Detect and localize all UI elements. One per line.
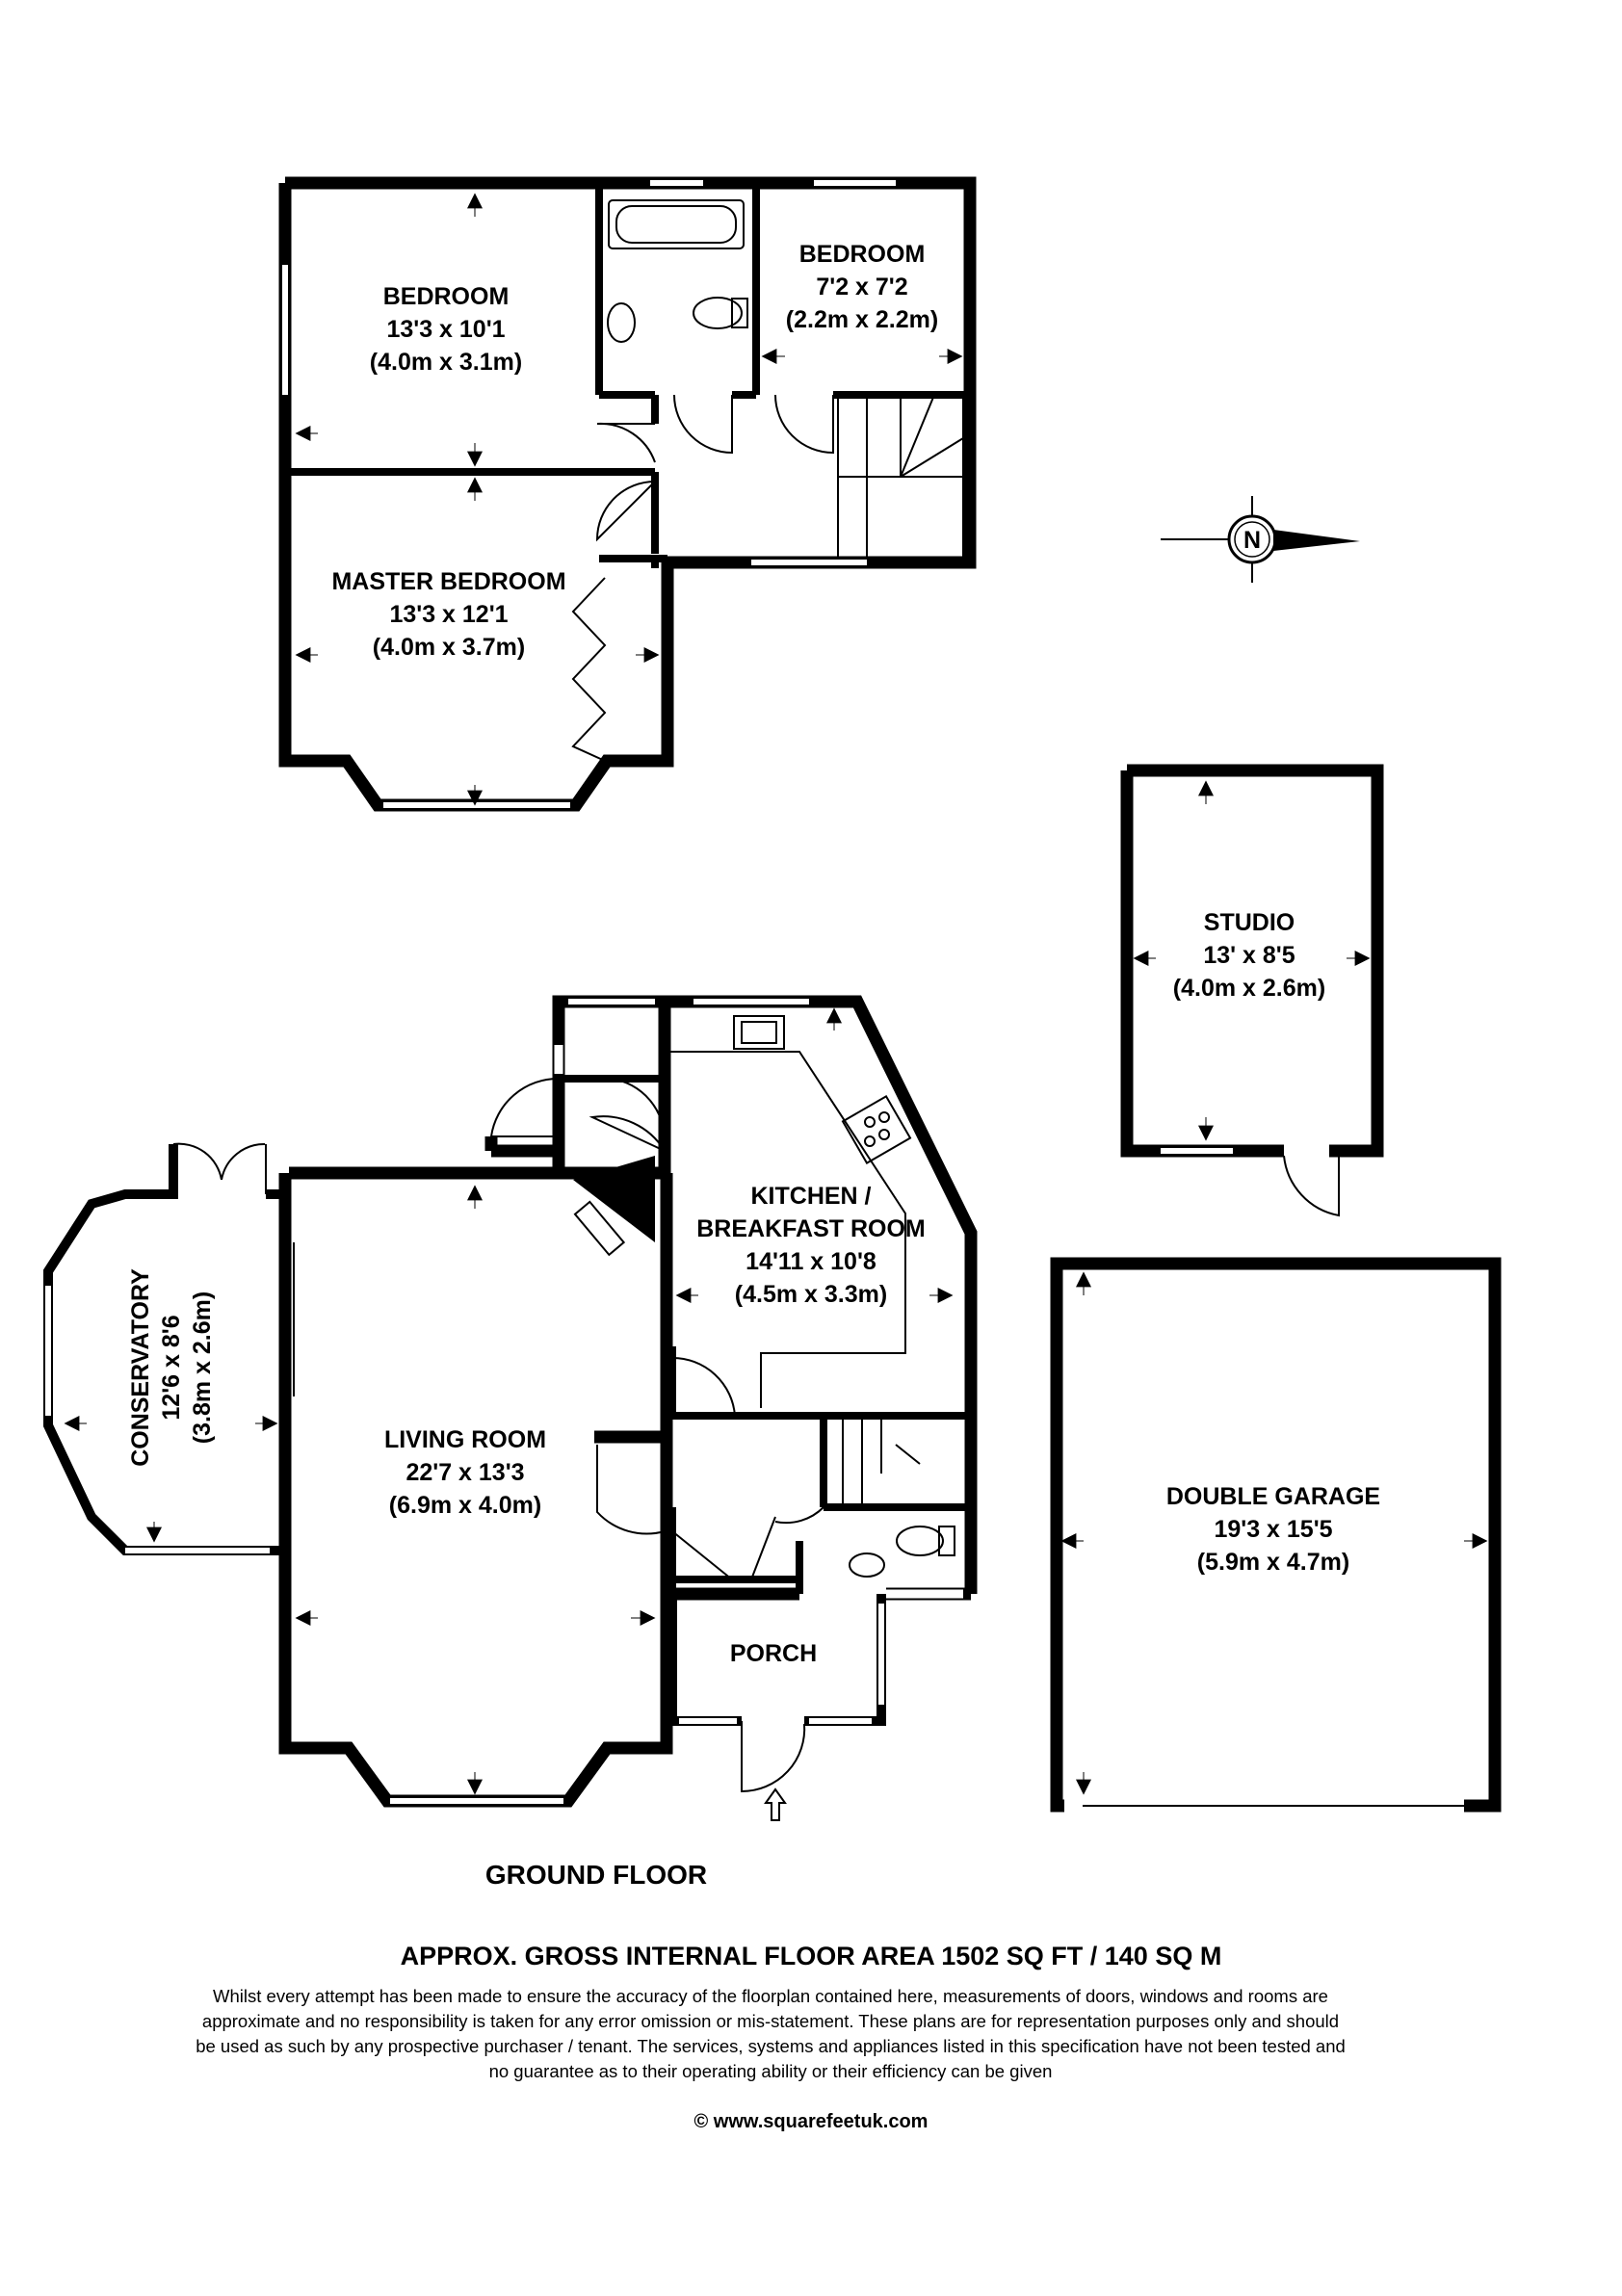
ground-window-lines: [390, 997, 886, 1806]
room-name: LIVING ROOM: [384, 1426, 546, 1453]
room-label-kitchen: KITCHEN / BREAKFAST ROOM 14'11 x 10'8 (4…: [696, 1183, 926, 1308]
entrance-arrow-icon: [764, 1787, 787, 1821]
first-floor-window-lines: [280, 178, 896, 810]
room-label-studio: STUDIO 13' x 8'5 (4.0m x 2.6m): [1173, 909, 1325, 1002]
north-label: N: [1243, 527, 1261, 554]
room-size-imperial: 12'6 x 8'6: [158, 1315, 185, 1420]
room-size-imperial: 13' x 8'5: [1203, 942, 1295, 969]
conservatory-windows: [44, 1286, 270, 1554]
room-size-metric: (4.5m x 3.3m): [735, 1281, 887, 1308]
wardrobe-doors: [571, 577, 607, 762]
disclaimer: Whilst every attempt has been made to en…: [196, 1986, 1346, 2081]
room-size-metric: (4.0m x 3.1m): [370, 349, 522, 376]
dimension-arrows: [64, 193, 1488, 1795]
room-size-metric: (2.2m x 2.2m): [786, 306, 938, 333]
first-floor-stairs: [837, 394, 964, 560]
room-label-bedroom-1: BEDROOM 13'3 x 10'1 (4.0m x 3.1m): [370, 283, 522, 376]
inner-walls-ground: [559, 1075, 968, 1594]
floor-label: GROUND FLOOR: [485, 1860, 707, 1890]
living-room-walls: [278, 1166, 673, 1808]
room-size-metric: (4.0m x 3.7m): [373, 634, 525, 661]
ground-doors: [172, 1077, 824, 1793]
ground-stairs: [823, 1416, 921, 1507]
room-size-imperial: 14'11 x 10'8: [746, 1248, 876, 1275]
first-floor: [278, 176, 977, 812]
room-size-metric: (5.9m x 4.7m): [1197, 1549, 1349, 1576]
room-name-line1: KITCHEN /: [751, 1183, 872, 1210]
first-floor-outer-walls: [278, 176, 977, 812]
room-name: MASTER BEDROOM: [331, 568, 565, 595]
room-name: CONSERVATORY: [127, 1268, 154, 1467]
room-name: DOUBLE GARAGE: [1166, 1483, 1380, 1510]
room-label-conservatory: CONSERVATORY 12'6 x 8'6 (3.8m x 2.6m): [127, 1268, 216, 1467]
chimney: [573, 1156, 655, 1242]
room-size-imperial: 19'3 x 15'5: [1214, 1516, 1332, 1543]
room-size-imperial: 13'3 x 10'1: [386, 316, 505, 343]
kitchen-counter: [665, 1015, 912, 1408]
room-size-metric: (4.0m x 2.6m): [1173, 975, 1325, 1002]
area-heading: APPROX. GROSS INTERNAL FLOOR AREA 1502 S…: [400, 1942, 1222, 1970]
room-name: STUDIO: [1204, 909, 1295, 936]
room-label-double-garage: DOUBLE GARAGE 19'3 x 15'5 (5.9m x 4.7m): [1166, 1483, 1380, 1576]
room-name: BEDROOM: [383, 283, 510, 310]
ground-floor: [43, 995, 978, 1821]
room-label-porch: PORCH: [730, 1640, 817, 1667]
room-size-metric: (6.9m x 4.0m): [389, 1492, 541, 1519]
bathroom-fixtures: [607, 199, 748, 343]
room-name: BEDROOM: [799, 241, 926, 268]
first-floor-doors: [595, 394, 834, 542]
studio: [1120, 764, 1384, 1217]
copyright: © www.squarefeetuk.com: [693, 2111, 929, 2132]
room-label-master-bedroom: MASTER BEDROOM 13'3 x 12'1 (4.0m x 3.7m): [331, 568, 565, 661]
first-floor-inner-walls: [285, 188, 970, 568]
room-label-living-room: LIVING ROOM 22'7 x 13'3 (6.9m x 4.0m): [384, 1426, 546, 1519]
conservatory-window-lines: [43, 1242, 295, 1555]
double-garage: [1050, 1257, 1502, 1813]
ground-windows: [390, 997, 963, 1806]
compass-icon: N: [1161, 496, 1360, 583]
wc-fixtures: [849, 1526, 955, 1578]
room-size-imperial: 7'2 x 7'2: [816, 274, 907, 300]
room-name: PORCH: [730, 1640, 817, 1667]
room-size-imperial: 22'7 x 13'3: [406, 1459, 524, 1486]
room-label-bedroom-2: BEDROOM 7'2 x 7'2 (2.2m x 2.2m): [786, 241, 938, 333]
conservatory-walls: [43, 1144, 285, 1555]
room-name-line2: BREAKFAST ROOM: [696, 1215, 926, 1242]
room-size-metric: (3.8m x 2.6m): [189, 1292, 216, 1444]
room-size-imperial: 13'3 x 12'1: [389, 601, 508, 628]
first-floor-windows: [280, 178, 896, 810]
